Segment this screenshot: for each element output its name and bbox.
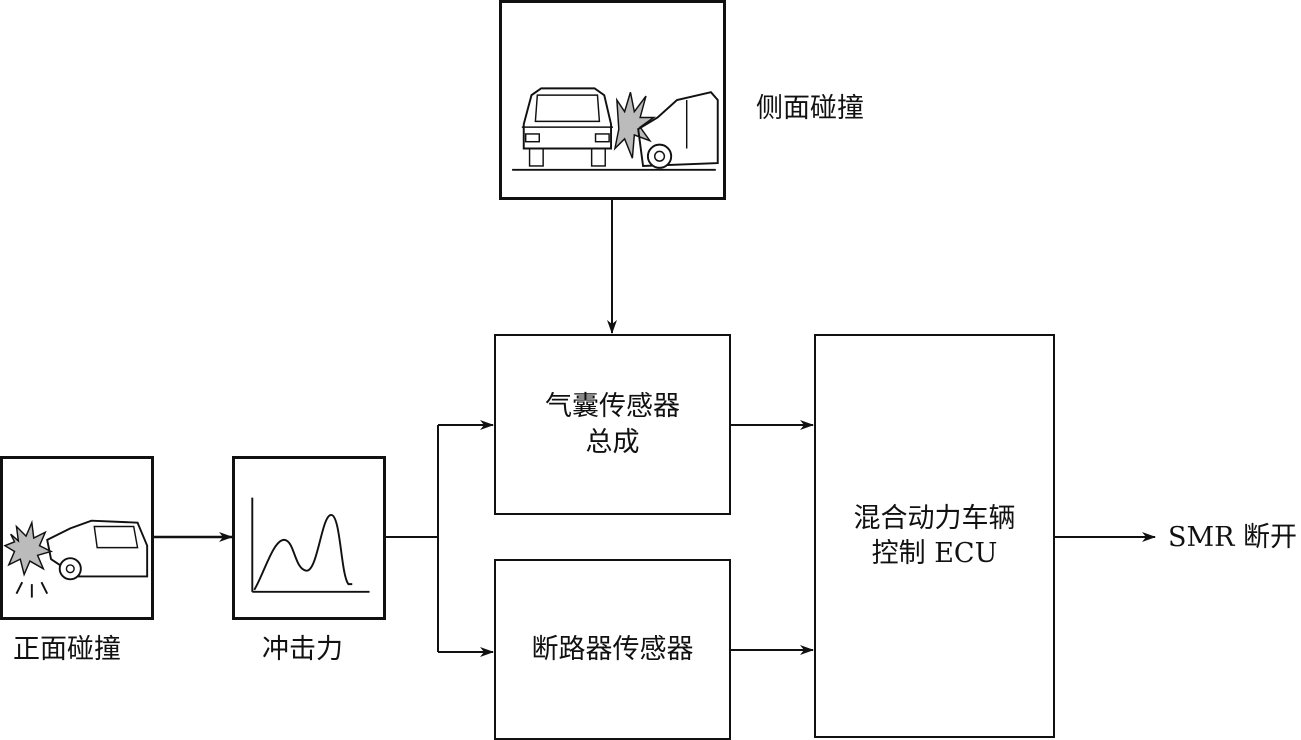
ecu-label-line1: 混合动力车辆: [853, 502, 1016, 534]
front-collision-car-icon: [3, 519, 149, 598]
airbag-sensor-label-line1: 气囊传感器: [545, 391, 680, 423]
ecu-label-line2: 控制 ECU: [871, 538, 998, 569]
side-collision-label: 侧面碰撞: [756, 93, 864, 124]
front-collision-image-box: [0, 456, 154, 620]
side-collision-image-box: [499, 0, 726, 200]
impact-force-graph-box: [232, 456, 386, 620]
breaker-sensor-label: 断路器传感器: [531, 633, 694, 665]
breaker-sensor-block: 断路器传感器: [494, 559, 731, 740]
impact-force-curve-icon: [251, 497, 370, 593]
airbag-sensor-assembly-block: 气囊传感器 总成: [494, 334, 731, 515]
smr-off-label: SMR 断开: [1168, 522, 1298, 553]
hybrid-vehicle-control-ecu-block: 混合动力车辆 控制 ECU: [814, 334, 1055, 738]
front-collision-label: 正面碰撞: [13, 634, 121, 665]
impact-force-label: 冲击力: [262, 634, 343, 665]
airbag-sensor-label-line2: 总成: [585, 426, 640, 458]
side-collision-car-icon: [512, 87, 719, 171]
